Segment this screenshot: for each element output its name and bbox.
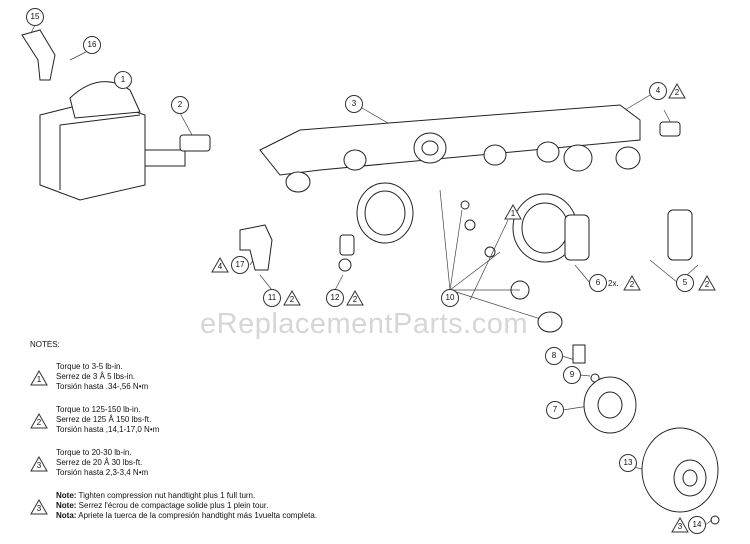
torque-triangle: 2	[698, 275, 716, 291]
part-small-fittings	[338, 200, 600, 383]
torque-triangle: 1	[504, 204, 522, 220]
part-solenoid-assembly	[21, 29, 186, 201]
part-screw	[710, 515, 720, 525]
note-line: Serrez de 20 Å 30 lbs-ft.	[56, 458, 143, 467]
note-triangle: 3	[30, 456, 48, 472]
callout-13: 13	[619, 454, 637, 472]
note-item: 3 Note: Tighten compression nut handtigh…	[30, 491, 317, 521]
part-gauges	[356, 182, 578, 263]
note-line: Torque to 125-150 lb-in.	[56, 405, 141, 414]
callout-6: 6	[589, 274, 607, 292]
note-triangle: 3	[30, 499, 48, 515]
note-line: Note: Tighten compression nut handtight …	[56, 491, 256, 500]
torque-triangle: 2	[346, 290, 364, 306]
note-triangle: 1	[30, 370, 48, 386]
torque-triangle: 4	[211, 257, 229, 273]
torque-triangle: 2	[668, 83, 686, 99]
callout-12: 12	[326, 289, 344, 307]
callout-15: 15	[26, 8, 44, 26]
part-manifold	[259, 104, 641, 193]
note-line: Serrez de 3 Å 5 lbs-in.	[56, 372, 136, 381]
note-line: Torsión hasta 2,3-3,4 N•m	[56, 468, 149, 477]
quantity-label: 2x.	[608, 279, 619, 288]
note-line: Torsión hasta .34-,56 N•m	[56, 382, 149, 391]
note-line: Nota: Apriete la tuerca de la compresión…	[56, 511, 318, 520]
note-line: Torsión hasta ,14,1-17,0 N•m	[56, 425, 160, 434]
note-item: 3 Torque to 20-30 lb-in. Serrez de 20 Å …	[30, 448, 317, 478]
part-quick-connects	[564, 121, 693, 261]
part-fitting-2	[179, 134, 211, 152]
note-line: Torque to 3-5 lb-in.	[56, 362, 123, 371]
note-triangle: 2	[30, 413, 48, 429]
notes-section: NOTES: 1 Torque to 3-5 lb-in. Serrez de …	[30, 340, 317, 534]
callout-9: 9	[563, 366, 581, 384]
part-nut	[641, 427, 719, 513]
torque-triangle: 2	[283, 290, 301, 306]
callout-3: 3	[345, 95, 363, 113]
callout-1: 1	[114, 71, 132, 89]
note-item: 2 Torque to 125-150 lb-in. Serrez de 125…	[30, 405, 317, 435]
note-line: Torque to 20-30 lb-in.	[56, 448, 132, 457]
notes-title: NOTES:	[30, 340, 60, 349]
callout-11: 11	[263, 289, 281, 307]
note-item: 1 Torque to 3-5 lb-in. Serrez de 3 Å 5 l…	[30, 362, 317, 392]
part-elbow	[239, 224, 273, 271]
note-line: Serrez de 125 Å 150 lbs-ft.	[56, 415, 152, 424]
callout-14: 14	[688, 516, 706, 534]
note-line: Note: Serrez l'écrou de compactage solid…	[56, 501, 269, 510]
callout-8: 8	[545, 347, 563, 365]
torque-triangle: 3	[671, 517, 689, 533]
callout-10: 10	[441, 289, 459, 307]
torque-triangle: 2	[623, 275, 641, 291]
part-impeller	[583, 376, 637, 434]
callout-16: 16	[83, 36, 101, 54]
callout-7: 7	[546, 401, 564, 419]
callout-5: 5	[676, 274, 694, 292]
callout-2: 2	[171, 96, 189, 114]
callout-4: 4	[649, 82, 667, 100]
callout-17: 17	[231, 256, 249, 274]
watermark: eReplacementParts.com	[200, 308, 529, 340]
